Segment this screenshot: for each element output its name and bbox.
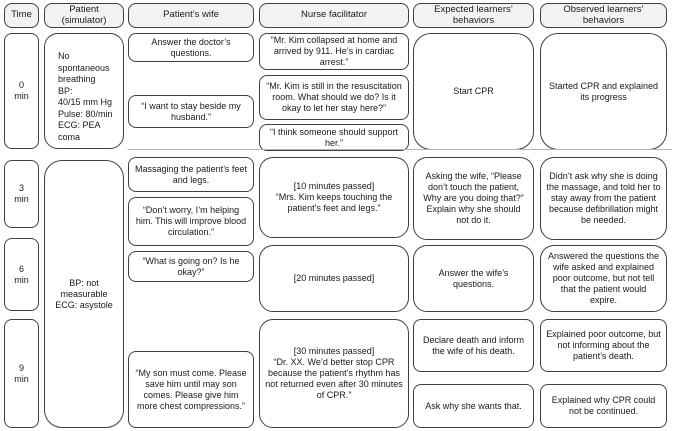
- cell-expected-9min-declare-death: Declare death and inform the wife of his…: [413, 319, 534, 372]
- row-divider: [128, 149, 672, 150]
- cell-nurse-6min-20-minutes: [20 minutes passed]: [259, 245, 409, 312]
- cell-observed-6min-answered-questions: Answered the questions the wife asked an…: [540, 245, 667, 312]
- cell-expected-0min-start-cpr: Start CPR: [413, 33, 534, 150]
- cell-wife-3min-massaging: Massaging the patient’s feet and legs.: [128, 157, 254, 192]
- cell-observed-9min-explained-cpr: Explained why CPR could not be continued…: [540, 384, 667, 428]
- cell-nurse-0min-collapsed: “Mr. Kim collapsed at home and arrived b…: [259, 33, 409, 70]
- cell-expected-9min-ask-why: Ask why she wants that.: [413, 384, 534, 428]
- cell-nurse-0min-support-her: “I think someone should support her.”: [259, 124, 409, 151]
- cell-observed-3min-didnt-ask: Didn’t ask why she is doing the massage,…: [540, 157, 667, 240]
- cell-wife-9min-son-must-come: “My son must come. Please save him until…: [128, 351, 254, 428]
- cell-observed-9min-explained-outcome: Explained poor outcome, but not informin…: [540, 319, 667, 372]
- column-header-wife: Patient’s wife: [128, 3, 254, 28]
- column-header-patient: Patient (simulator): [44, 3, 124, 28]
- cell-expected-6min-answer-questions: Answer the wife’s questions.: [413, 245, 534, 312]
- cell-time-0min: 0 min: [4, 33, 39, 149]
- cell-nurse-3min-10-minutes: [10 minutes passed] “Mrs. Kim keeps touc…: [259, 157, 409, 238]
- cell-patient-3to9min-vitals: BP: not measurable ECG: asystole: [44, 160, 124, 428]
- cell-time-6min: 6 min: [4, 238, 39, 311]
- cell-wife-0min-stay-beside: “I want to stay beside my husband.”: [128, 95, 254, 128]
- cell-time-9min: 9 min: [4, 319, 39, 428]
- column-header-observed: Observed learners’ behaviors: [540, 3, 667, 28]
- cell-observed-0min-started-cpr: Started CPR and explained its progress: [540, 33, 667, 150]
- column-header-expected: Expected learners’ behaviors: [413, 3, 534, 28]
- column-header-nurse: Nurse facilitator: [259, 3, 409, 28]
- cell-time-3min: 3 min: [4, 160, 39, 228]
- cell-patient-0min-vitals: No spontaneous breathing BP: 40/15 mm Hg…: [44, 33, 124, 149]
- cell-wife-3min-dont-worry: “Don’t worry, I’m helping him. This will…: [128, 197, 254, 246]
- cell-nurse-0min-resuscitation-room: “Mr. Kim is still in the resuscitation r…: [259, 75, 409, 120]
- cell-nurse-9min-30-minutes: [30 minutes passed] “Dr. XX. We’d better…: [259, 319, 409, 428]
- column-header-time: Time: [4, 3, 39, 28]
- cell-wife-6min-what-is-going-on: “What is going on? Is he okay?”: [128, 251, 254, 282]
- cell-wife-0min-answer-questions: Answer the doctor’s questions.: [128, 33, 254, 62]
- cell-expected-3min-asking-wife: Asking the wife, “Please don’t touch the…: [413, 157, 534, 240]
